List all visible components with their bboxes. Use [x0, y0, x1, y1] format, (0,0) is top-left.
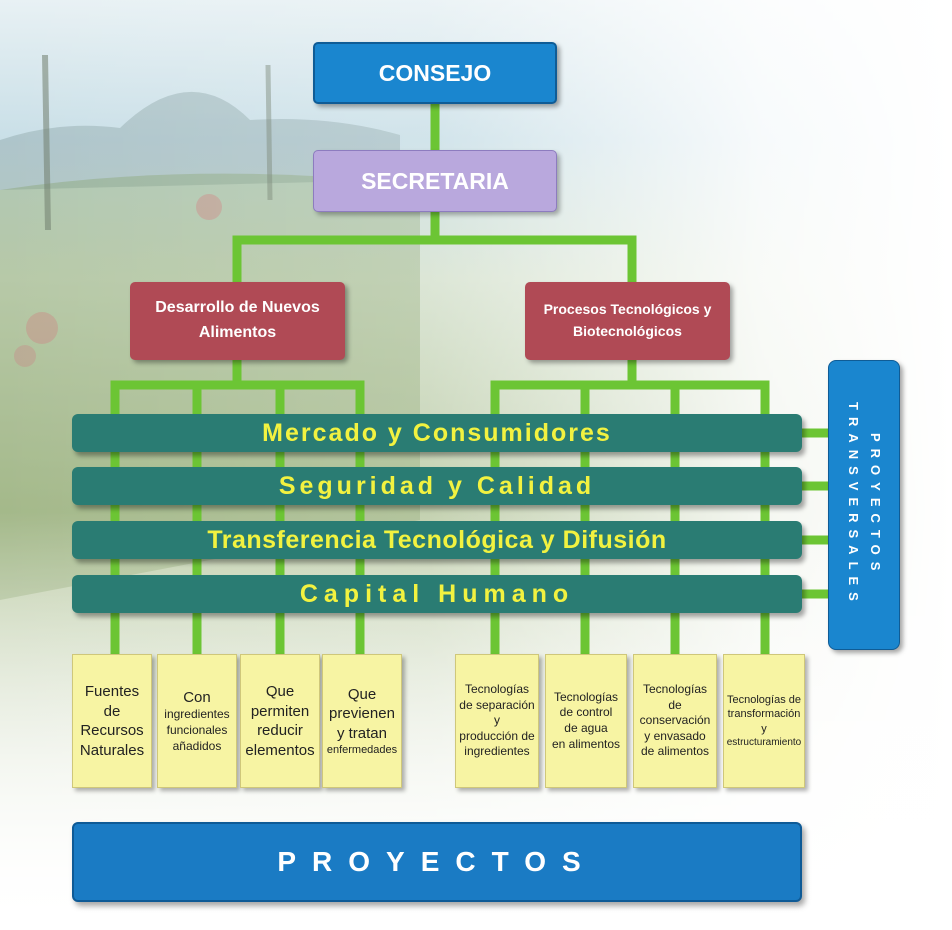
department-label-line: Desarrollo de Nuevos: [155, 299, 320, 317]
item-line: de: [103, 702, 121, 720]
item-line: y: [493, 713, 500, 728]
item-tecnologias-control-agua: Tecnologías de control de agua en alimen…: [545, 654, 627, 788]
proyectos-label: PROYECTOS: [277, 846, 597, 877]
department-label-line: Alimentos: [198, 324, 277, 341]
band-seguridad-calidad: Seguridad y Calidad: [72, 467, 802, 505]
consejo-label: CONSEJO: [378, 59, 492, 86]
item-line: Que: [347, 685, 377, 703]
band-label: Mercado y Consumidores: [262, 418, 612, 447]
item-tecnologias-conservacion: Tecnologías de conservación y envasado d…: [633, 654, 717, 788]
band-mercado-consumidores: Mercado y Consumidores: [72, 414, 802, 452]
item-line: ingredientes: [164, 707, 230, 722]
transversal-label-line: PROYECTOS: [868, 432, 883, 578]
item-previenen-enfermedades: Que previenen y tratan enfermedades: [322, 654, 402, 788]
band-label: Transferencia Tecnológica y Difusión: [207, 525, 667, 554]
item-line: Naturales: [79, 741, 145, 759]
transversal-label-line: TRANSVERSALES: [846, 402, 861, 608]
item-tecnologias-separacion: Tecnologías de separación y producción d…: [455, 654, 539, 788]
item-reducir-elementos: Que permiten reducir elementos: [240, 654, 320, 788]
secretaria-label: SECRETARIA: [361, 167, 509, 194]
item-line: previenen: [329, 705, 395, 723]
item-line: añadidos: [172, 738, 222, 753]
item-line: Fuentes: [84, 683, 140, 700]
item-line: enfermedades: [326, 744, 398, 757]
item-line: y tratan: [336, 724, 387, 742]
band-transferencia-tecnologica: Transferencia Tecnológica y Difusión: [72, 521, 802, 559]
department-label-line: Biotecnológicos: [573, 323, 682, 339]
item-line: Recursos: [80, 722, 144, 739]
item-line: funcionales: [166, 722, 228, 737]
proyectos-bar: PROYECTOS: [72, 822, 802, 902]
item-line: y envasado: [644, 728, 706, 743]
department-procesos-tecnologicos: Procesos Tecnológicos y Biotecnológicos: [525, 282, 730, 360]
item-line: de agua: [564, 721, 608, 735]
item-line: ingredientes: [464, 744, 530, 759]
item-line: Que: [265, 683, 295, 700]
item-line: transformación: [727, 708, 801, 721]
item-line: de separación: [459, 697, 535, 712]
secretaria-box: SECRETARIA: [313, 150, 557, 212]
item-line: Tecnologías de: [642, 682, 708, 712]
department-label-line: Procesos Tecnológicos y: [543, 301, 712, 318]
item-line: Tecnologías de: [726, 694, 801, 707]
item-line: de alimentos: [640, 744, 710, 759]
item-line: de control: [559, 705, 613, 720]
band-capital-humano: Capital Humano: [72, 575, 802, 613]
consejo-box: CONSEJO: [313, 42, 557, 104]
item-line: reducir: [257, 722, 303, 739]
item-fuentes-recursos: Fuentes de Recursos Naturales: [72, 654, 152, 788]
band-label: Seguridad y Calidad: [278, 471, 596, 500]
item-tecnologias-transformacion: Tecnologías de transformación y estructu…: [723, 654, 805, 788]
proyectos-transversales-box: PROYECTOS TRANSVERSALES: [828, 360, 900, 650]
item-line: producción de: [459, 728, 535, 743]
item-line: conservación: [639, 713, 711, 728]
item-line: elementos: [245, 741, 315, 759]
band-label: Capital Humano: [299, 579, 575, 608]
item-line: y: [761, 722, 767, 735]
item-line: en alimentos: [551, 736, 621, 751]
item-line: Tecnologías: [464, 682, 530, 697]
item-line: permiten: [250, 702, 310, 720]
department-nuevos-alimentos: Desarrollo de Nuevos Alimentos: [130, 282, 345, 360]
item-line: Con: [183, 688, 211, 706]
item-ingredientes-funcionales: Con ingredientes funcionales añadidos: [157, 654, 237, 788]
item-line: Tecnologías: [553, 689, 619, 704]
item-line: estructuramiento: [726, 736, 802, 748]
